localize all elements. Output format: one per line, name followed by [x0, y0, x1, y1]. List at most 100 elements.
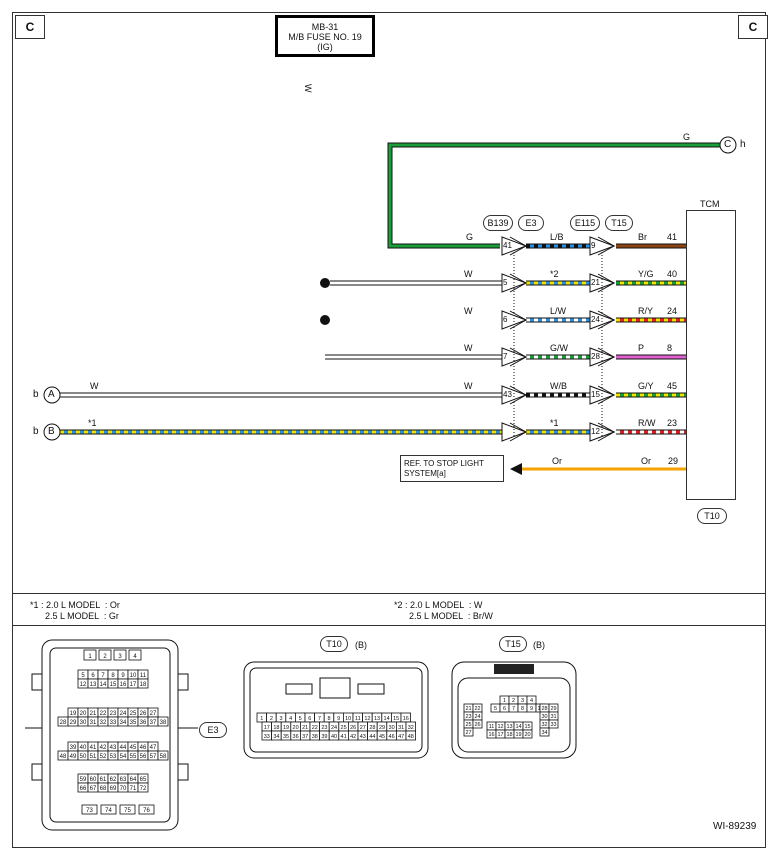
wire-mid-label: G/W: [550, 343, 568, 353]
tcm-module: [686, 210, 736, 500]
e3-pin-label: 71: [130, 786, 137, 792]
e3-view-label: E3: [199, 722, 227, 738]
e3-pin-cell: [137, 678, 149, 689]
t10-pin-label: 41: [341, 734, 347, 740]
e3-pin-label: 41: [90, 745, 97, 751]
e3-pin-label: 10: [130, 673, 137, 679]
t10-pin-label: 38: [312, 734, 318, 740]
connector-e115-t15-triangle-inner: [597, 310, 616, 330]
e3-pin-label: 59: [80, 777, 87, 783]
wire-left-label: W: [464, 381, 473, 391]
t15-pin-number: 9: [591, 241, 596, 250]
e3-pin-label: 46: [140, 745, 147, 751]
t15-pin-cell: [463, 727, 474, 737]
connector-t15-label: T15: [605, 215, 633, 231]
t10-pin-label: 47: [398, 734, 404, 740]
connector-b139-e3-triangle-inner: [509, 347, 528, 367]
t15-pin-label: 1: [503, 698, 506, 704]
wire-right-label: Br: [638, 232, 647, 242]
t15-view-suffix: (B): [533, 640, 545, 650]
t15-pin-grid: 1234567891011121314151617181920212223242…: [463, 695, 559, 739]
t15-pin-number: 24: [591, 315, 600, 324]
t15-pin-label: 33: [550, 722, 556, 728]
top-g-label: G: [683, 132, 691, 142]
fuse-line1: MB-31: [311, 22, 339, 32]
e3-pin-cell: [137, 782, 149, 793]
connector-b139-e3-triangle: [501, 236, 528, 256]
e3-pin-cell: [81, 804, 98, 815]
tcm-pin-number: 24: [667, 306, 678, 316]
e3-pin-cell: [157, 716, 169, 727]
b139-pin-number: 41: [503, 241, 512, 250]
e3-pin-label: 52: [100, 754, 107, 760]
t15-pin-cell: [522, 729, 533, 739]
t10-connector-body: [243, 661, 429, 759]
e3-pin-label: 62: [110, 777, 117, 783]
connector-b139-e3-triangle-inner: [509, 273, 528, 293]
e3-pin-label: 51: [90, 754, 97, 760]
e3-pin-label: 27: [150, 711, 157, 717]
connector-b139-e3-triangle-inner: [509, 385, 528, 405]
wire-left-label: W: [464, 343, 473, 353]
e3-pin-label: 43: [110, 745, 117, 751]
e3-pin-label: 35: [130, 720, 137, 726]
e3-pin-cell: [100, 804, 117, 815]
e3-pin-cell: [113, 649, 127, 661]
t10-pin-label: 12: [364, 716, 370, 722]
t10-pin-label: 27: [360, 725, 366, 731]
footnote-2: *2 : 2.0 L MODEL : W 2.5 L MODEL : Br/W: [394, 600, 493, 621]
terminal-b-circle: [43, 423, 61, 441]
t10-pin-label: 34: [273, 734, 279, 740]
t10-pin-label: 18: [273, 725, 279, 731]
e3-pin-label: 9: [121, 673, 125, 679]
e3-pin-label: 39: [70, 745, 77, 751]
e3-pin-label: 74: [105, 808, 112, 814]
t10-pin-label: 4: [289, 716, 292, 722]
e3-pin-label: 6: [91, 673, 95, 679]
t15-pin-label: 16: [488, 732, 494, 738]
document-id: WI-89239: [713, 821, 757, 832]
e3-pin-cell: [119, 804, 136, 815]
e3-pin-label: 1: [88, 654, 92, 660]
e3-pin-label: 36: [140, 720, 147, 726]
t15-pin-label: 8: [521, 706, 524, 712]
t10-pin-label: 24: [331, 725, 337, 731]
t15-pin-label: 19: [515, 732, 521, 738]
t15-pin-label: 26: [474, 722, 480, 728]
wire-right-label: Y/G: [638, 269, 654, 279]
e3-pin-label: 16: [120, 682, 127, 688]
t10-pin-label: 8: [327, 716, 330, 722]
t10-pin-label: 32: [408, 725, 414, 731]
t10-pin-label: 31: [398, 725, 404, 731]
b139-pin-number: 43: [503, 390, 512, 399]
t10-pin-label: 42: [350, 734, 356, 740]
b139-pin-number: 5: [503, 278, 508, 287]
connector-e115-label: E115: [570, 215, 600, 231]
t10-pin-label: 10: [345, 716, 351, 722]
e3-pin-cell: [138, 804, 155, 815]
t15-pin-cell: [539, 727, 550, 737]
t10-pin-label: 36: [293, 734, 299, 740]
t10-pin-label: 7: [318, 716, 321, 722]
t15-pin-label: 34: [541, 730, 547, 736]
t10-pin-label: 9: [337, 716, 340, 722]
t15-pin-cell: [548, 719, 559, 729]
e3-pin-label: 54: [120, 754, 127, 760]
e3-pin-label: 67: [90, 786, 97, 792]
e3-pin-label: 20: [80, 711, 87, 717]
e3-pin-label: 34: [120, 720, 127, 726]
e3-pin-label: 30: [80, 720, 87, 726]
e3-pin-label: 29: [70, 720, 77, 726]
t15-pin-label: 32: [541, 722, 547, 728]
t10-pin-label: 15: [393, 716, 399, 722]
e3-pin-label: 68: [100, 786, 107, 792]
e3-pin-label: 24: [120, 711, 127, 717]
e3-pin-label: 19: [70, 711, 77, 717]
wire-right-label: P: [638, 343, 645, 353]
terminal-b-prefix: b: [33, 426, 39, 437]
e3-pin-label: 70: [120, 786, 127, 792]
t10-pin-label: 17: [264, 725, 270, 731]
t15-pin-label: 18: [506, 732, 512, 738]
connector-b139-e3-triangle-inner: [509, 422, 528, 442]
